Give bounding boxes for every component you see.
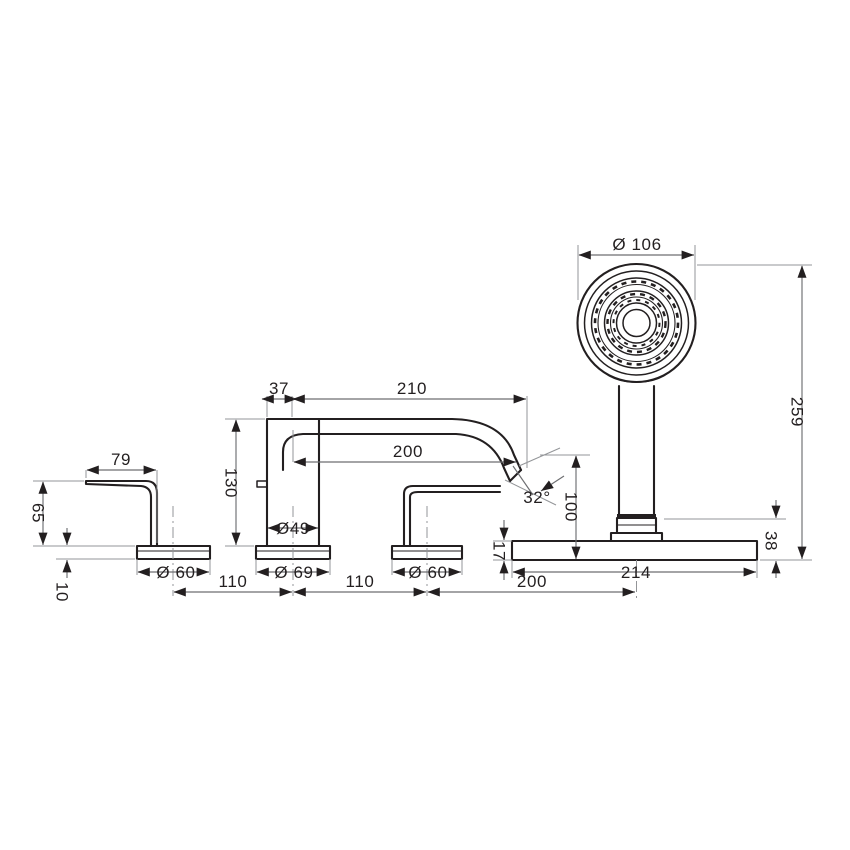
dim-label-100: 100 xyxy=(562,492,581,522)
dim-handshower-plate-width: 214 xyxy=(511,560,758,582)
dim-label-37: 37 xyxy=(269,379,289,398)
dim-spout-body-height: 130 xyxy=(222,418,265,547)
dim-label-dia106: Ø 106 xyxy=(612,235,661,254)
handshower-face-ring-4 xyxy=(603,290,670,356)
dim-left-handle-height: 65 xyxy=(29,480,135,547)
handshower-face-notch-left xyxy=(604,372,637,383)
handshower-face-ring-1 xyxy=(583,270,690,376)
dim-label-200-spout: 200 xyxy=(393,442,423,461)
handshower-gasket xyxy=(617,514,656,519)
spout-body xyxy=(265,417,321,548)
handshower-face-ring-6 xyxy=(615,302,658,344)
dim-label-38: 38 xyxy=(762,531,781,551)
dim-label-65: 65 xyxy=(29,503,48,523)
dim-handshower-stem-height: 100 xyxy=(540,454,590,560)
spout-outlet-face xyxy=(508,468,523,483)
spout-upper-profile xyxy=(317,417,523,472)
dim-label-dia49: Ø49 xyxy=(276,519,310,538)
dim-handshower-base-height: 38 xyxy=(664,500,786,578)
spout-body-tab xyxy=(256,480,268,488)
dim-label-10: 10 xyxy=(53,582,72,602)
handshower-nozzle-ring-inner xyxy=(612,299,661,347)
dim-label-79: 79 xyxy=(111,450,131,469)
dim-left-handle-base-height: 10 xyxy=(53,528,135,602)
dim-label-214: 214 xyxy=(621,563,651,582)
handshower-base-plate xyxy=(510,539,759,562)
dim-label-right-dia60: Ø 60 xyxy=(408,563,447,582)
handshower-nozzle-ring-mid xyxy=(606,292,667,354)
dim-spout-base-dia: Ø 69 xyxy=(255,559,331,582)
spout-lower-profile xyxy=(281,432,512,483)
dim-spout-body-offset: 37 xyxy=(261,379,298,417)
dim-handshower-total-height: 259 xyxy=(697,264,812,561)
dim-spout-outlet-angle: 32° xyxy=(504,447,565,507)
dim-label-200-spacing: 200 xyxy=(517,572,547,591)
handshower-face-ring-5 xyxy=(609,296,664,350)
left-handle-lever xyxy=(84,479,159,548)
handshower-assembly xyxy=(510,262,759,600)
dim-label-dia69: Ø 69 xyxy=(274,563,313,582)
dim-label-17: 17 xyxy=(490,541,509,561)
handshower-face-notch-right xyxy=(636,372,669,383)
right-handle-lever xyxy=(402,484,502,548)
dim-handshower-face-dia: Ø 106 xyxy=(577,235,696,300)
dim-right-base-dia: Ø 60 xyxy=(391,559,463,582)
handshower-face-ring-3 xyxy=(597,283,676,363)
handshower-nozzle-ring-outer xyxy=(593,280,680,366)
dim-label-32deg: 32° xyxy=(523,488,551,507)
dim-spout-total-reach: 210 xyxy=(292,379,528,468)
dim-label-110-a: 110 xyxy=(219,572,248,591)
handshower-collar-lower xyxy=(609,531,664,543)
dim-label-110-b: 110 xyxy=(346,572,375,591)
handshower-handle-tube xyxy=(617,384,656,516)
dim-label-130: 130 xyxy=(222,468,241,498)
spout-assembly xyxy=(254,417,523,596)
dim-label-259: 259 xyxy=(788,397,807,427)
handshower-face-ring-2 xyxy=(590,277,683,369)
dim-spacing-spout-right: 110 xyxy=(293,572,427,597)
dim-spacing-right-shower: 200 xyxy=(427,572,636,597)
dim-left-base-dia: Ø 60 xyxy=(136,559,211,582)
handshower-face-center xyxy=(622,308,651,338)
dim-left-handle-reach: 79 xyxy=(85,450,158,543)
dim-label-210: 210 xyxy=(397,379,427,398)
right-handle-assembly xyxy=(390,484,502,596)
dim-label-left-dia60: Ø 60 xyxy=(156,563,195,582)
dim-spout-body-dia: Ø49 xyxy=(267,519,319,538)
dim-spout-outlet-reach: 200 xyxy=(292,430,517,467)
dim-handshower-plate-height: 17 xyxy=(490,520,512,580)
dim-spacing-left-spout: 110 xyxy=(173,572,293,597)
